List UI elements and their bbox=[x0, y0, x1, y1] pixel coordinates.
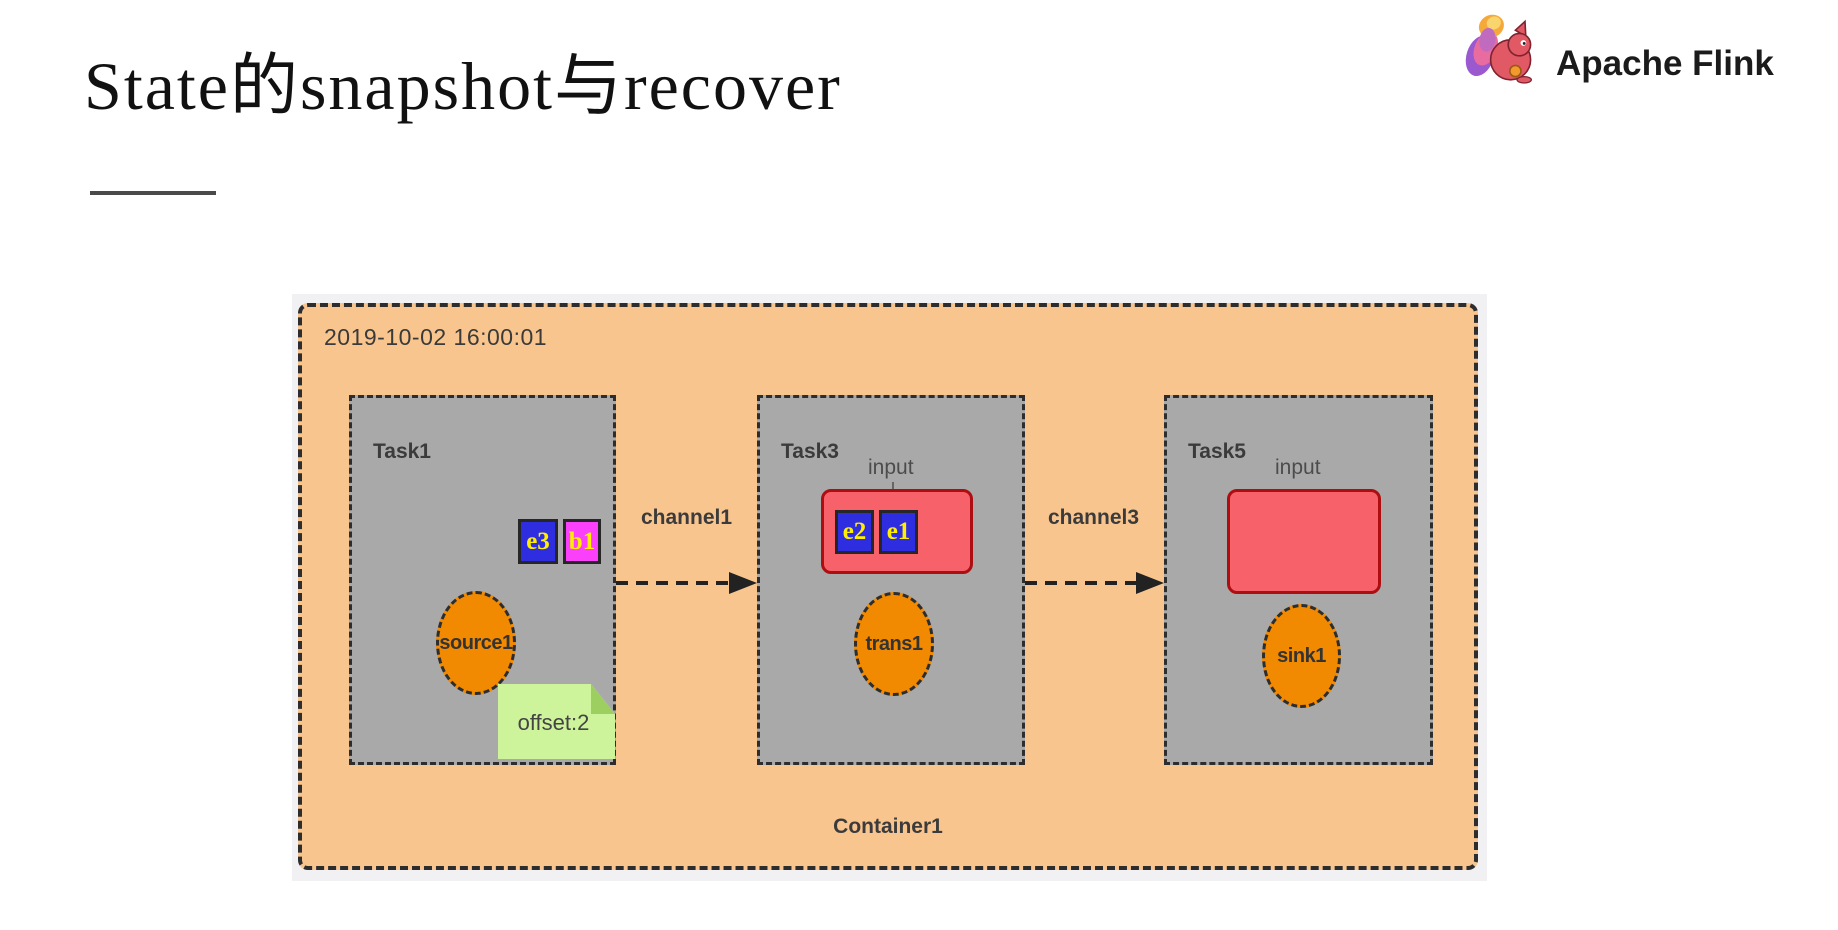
task5-box: Task5 input sink1 bbox=[1164, 395, 1433, 765]
flink-squirrel-icon bbox=[1465, 14, 1532, 84]
channel3-arrow-line bbox=[1025, 581, 1138, 585]
task1-box: Task1 e3 b1 source1 offset:2 bbox=[349, 395, 616, 765]
event-e1: e1 bbox=[879, 510, 918, 554]
task3-label: Task3 bbox=[781, 440, 839, 463]
channel1-label: channel1 bbox=[641, 506, 733, 529]
task3-input-label: input bbox=[868, 456, 914, 479]
channel1-arrow-line bbox=[616, 581, 731, 585]
event-e3: e3 bbox=[518, 519, 558, 564]
task3-box: Task3 input e2 e1 trans1 bbox=[757, 395, 1025, 765]
task5-input-label: input bbox=[1275, 456, 1321, 479]
container1-label: Container1 bbox=[833, 815, 943, 838]
offset-note-text: offset:2 bbox=[517, 710, 590, 735]
sink1-operator: sink1 bbox=[1262, 604, 1341, 708]
task5-input-buffer bbox=[1227, 489, 1381, 594]
task3-input-buffer: e2 e1 bbox=[821, 489, 973, 574]
offset-note: offset:2 bbox=[498, 684, 615, 759]
task3-input-connector bbox=[892, 482, 894, 489]
channel3-label: channel3 bbox=[1048, 506, 1140, 529]
event-e2: e2 bbox=[835, 510, 874, 554]
event-b1: b1 bbox=[563, 519, 601, 564]
task5-label: Task5 bbox=[1188, 440, 1246, 463]
title-underline bbox=[90, 191, 216, 195]
channel3-arrow bbox=[1025, 572, 1164, 594]
flink-logo-text: Apache Flink bbox=[1556, 44, 1774, 83]
source1-operator: source1 bbox=[436, 591, 516, 695]
channel3-arrow-head bbox=[1136, 572, 1164, 594]
channel1-arrow bbox=[616, 572, 757, 594]
diagram-canvas: Container1 2019-10-02 16:00:01 Task1 e3 … bbox=[292, 294, 1487, 881]
page-title: State的snapshot与recover bbox=[84, 48, 842, 124]
channel1-arrow-head bbox=[729, 572, 757, 594]
trans1-operator: trans1 bbox=[854, 592, 934, 696]
task1-label: Task1 bbox=[373, 440, 431, 463]
snapshot-timestamp: 2019-10-02 16:00:01 bbox=[324, 324, 548, 350]
